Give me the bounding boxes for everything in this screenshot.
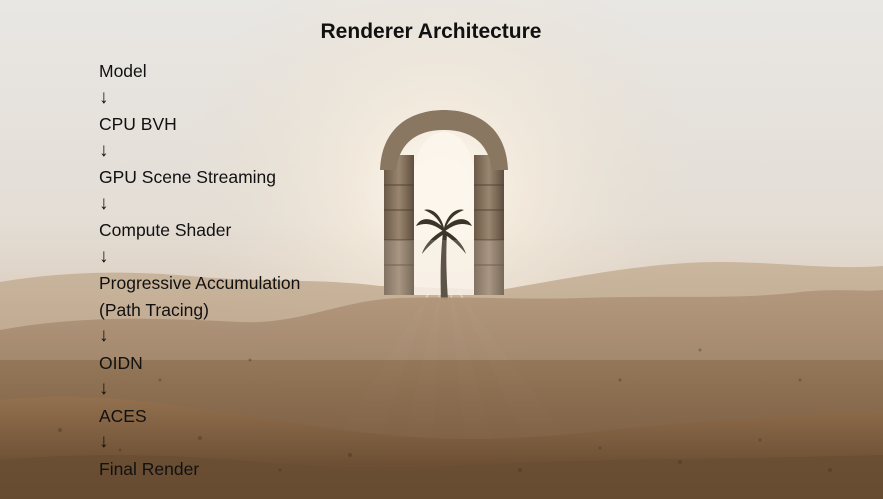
flow-arrow: ↓ (99, 378, 109, 399)
flow-arrow: ↓ (99, 192, 109, 214)
flow-step-model: Model (99, 61, 147, 81)
flow-arrow: ↓ (99, 325, 109, 346)
flow-step-path-tracing-note: (Path Tracing) (99, 299, 209, 320)
flow-arrow: ↓ (99, 139, 109, 161)
flow-step-progressive-accumulation: Progressive Accumulation (99, 273, 301, 293)
flow-step-gpu-scene-streaming: GPU Scene Streaming (99, 167, 277, 187)
flow-step-cpu-bvh: CPU BVH (99, 114, 177, 134)
flow-arrow: ↓ (99, 86, 109, 108)
flow-step-oidn: OIDN (99, 352, 143, 373)
diagram-title: Renderer Architecture (320, 20, 542, 43)
flow-step-aces: ACES (99, 405, 147, 426)
flow-step-compute-shader: Compute Shader (99, 220, 232, 240)
flow-step-final-render: Final Render (99, 458, 200, 479)
flow-arrow: ↓ (99, 431, 109, 452)
flow-arrow: ↓ (99, 245, 109, 267)
architecture-flow: Model ↓ CPU BVH ↓ GPU Scene Streaming ↓ … (99, 58, 300, 482)
